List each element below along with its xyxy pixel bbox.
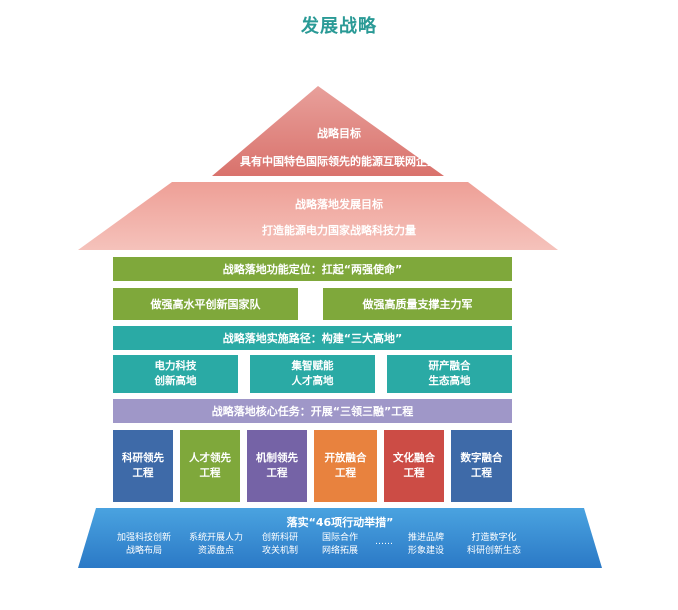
foundation-shape (78, 508, 602, 568)
pillar-digital-integration: 数字融合 工程 (451, 430, 512, 502)
roof-top-title: 战略目标 (317, 127, 361, 140)
roof-top-subtitle: 具有中国特色国际领先的能源互联网企业 (240, 155, 438, 168)
foundation-item-1: 加强科技创新 战略布局 (116, 533, 171, 556)
page-title: 发展战略 (301, 16, 377, 37)
foundation-title: 落实“46项行动举措” (286, 516, 394, 529)
roof-bottom-title: 战略落地发展目标 (295, 198, 383, 211)
roof-bottom-subtitle: 打造能源电力国家战略科技力量 (262, 224, 416, 237)
pillar-open-integration: 开放融合 工程 (314, 430, 377, 502)
roof-bottom-shape (78, 182, 558, 250)
foundation-item-3: 创新科研 攻关机制 (261, 533, 298, 556)
foundation-ellipsis: …… (375, 537, 393, 547)
positioning-item-2: 做强高质量支撑主力军 (323, 288, 512, 320)
core-task-title: 战略落地核心任务：开展“三领三融”工程 (113, 399, 512, 423)
roof-top-shape (212, 86, 444, 176)
foundation-item-4: 国际合作 网络拓展 (321, 533, 358, 556)
positioning-title: 战略落地功能定位：扛起“两强使命” (113, 257, 512, 281)
foundation-item-2: 系统开展人力 资源盘点 (188, 533, 243, 556)
pillar-talent-lead: 人才领先 工程 (180, 430, 240, 502)
foundation-item-5: 推进品牌 形象建设 (407, 533, 444, 556)
positioning-item-1: 做强高水平创新国家队 (113, 288, 298, 320)
pillar-research-lead: 科研领先 工程 (113, 430, 173, 502)
path-item-1: 电力科技 创新高地 (113, 355, 238, 393)
pillar-culture-integration: 文化融合 工程 (384, 430, 444, 502)
pillar-mechanism-lead: 机制领先 工程 (247, 430, 307, 502)
foundation-item-6: 打造数字化 科研创新生态 (466, 533, 521, 556)
path-item-3: 研产融合 生态高地 (387, 355, 512, 393)
path-item-2: 集智赋能 人才高地 (250, 355, 375, 393)
path-title: 战略落地实施路径：构建“三大高地” (113, 326, 512, 350)
